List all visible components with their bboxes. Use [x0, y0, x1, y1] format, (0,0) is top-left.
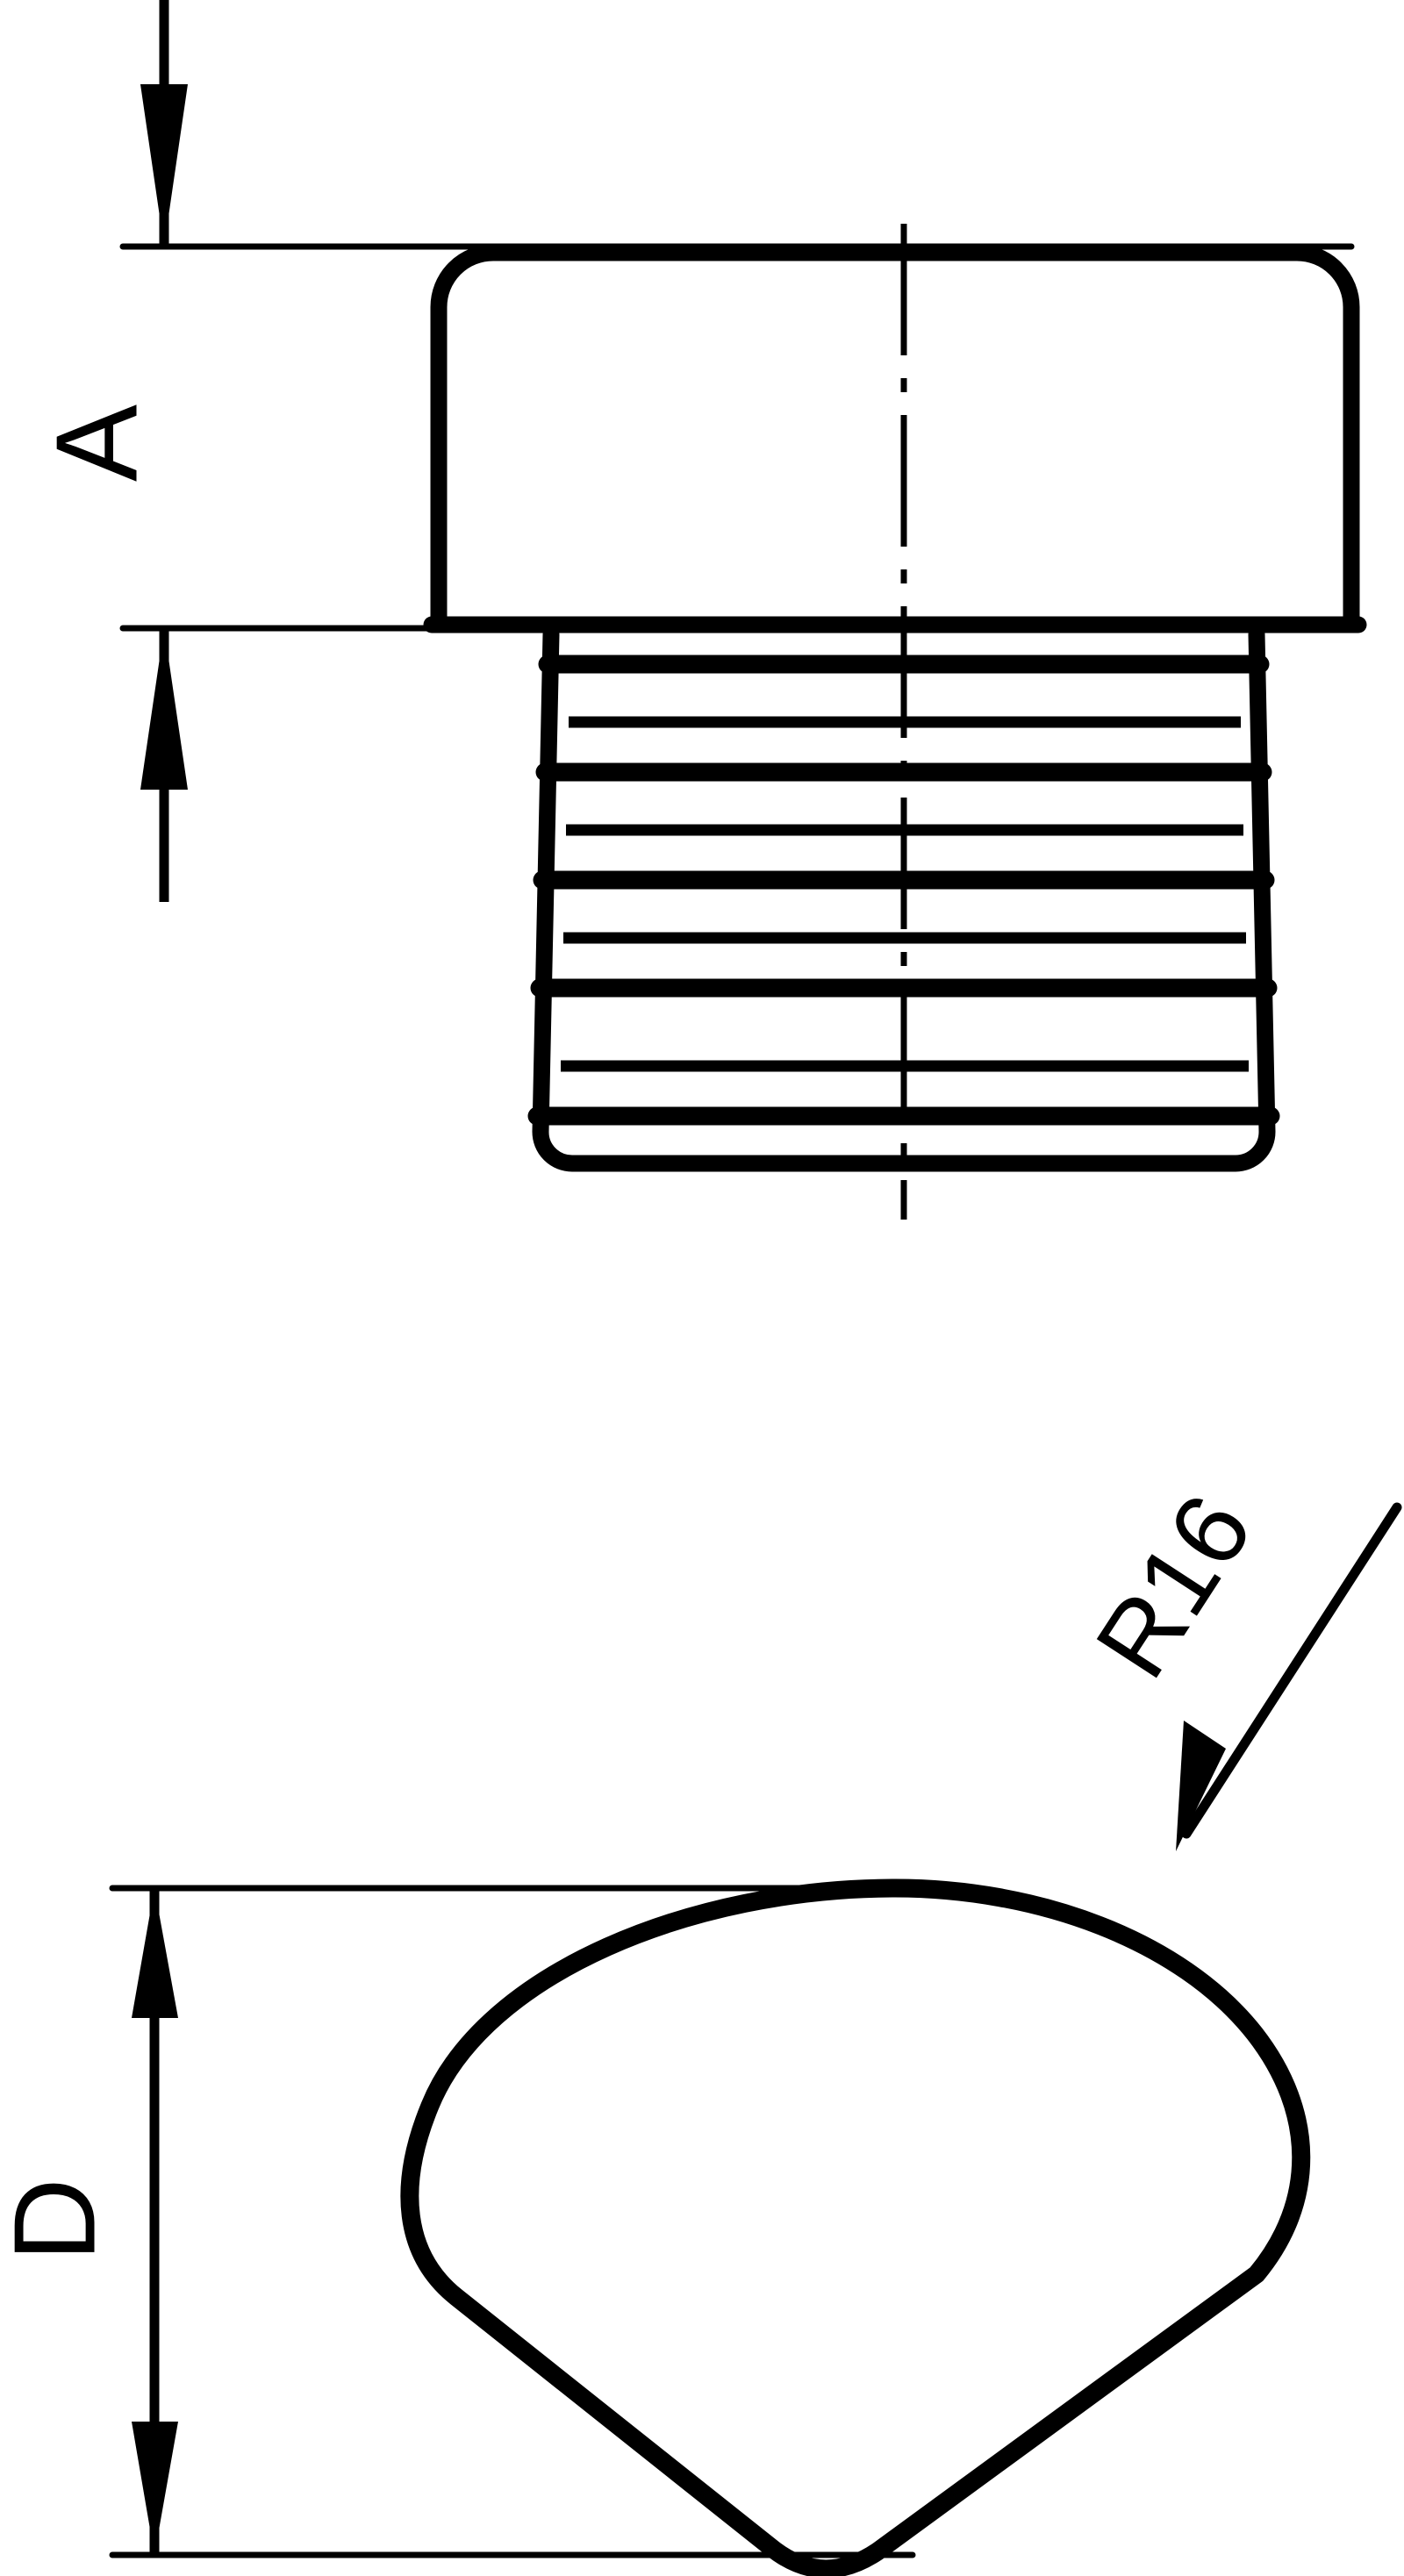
radius-annotation-r16: R16	[1074, 1475, 1402, 1851]
dimension-d-label: D	[0, 2178, 119, 2261]
shank-outline	[532, 626, 1276, 1172]
radius-label: R16	[1074, 1475, 1275, 1697]
head-end-view-outline	[400, 1878, 1311, 2576]
threaded-shank	[527, 626, 1280, 1172]
arrowhead-a-bottom	[140, 628, 188, 790]
arrowhead-r16	[1176, 1721, 1226, 1851]
side-view: A	[32, 0, 1367, 1220]
dimension-a-label: A	[32, 404, 161, 482]
dimension-a: A	[32, 0, 1355, 902]
arrowhead-a-top	[140, 84, 188, 247]
dimension-d: D	[0, 1885, 934, 2558]
leader-line-r16	[1181, 1502, 1402, 1839]
bottom-view: D R16	[0, 1475, 1402, 2576]
plug-head-outline	[430, 244, 1360, 633]
arrowhead-d-top	[132, 1888, 178, 2018]
arrowhead-d-bottom	[132, 2422, 178, 2555]
